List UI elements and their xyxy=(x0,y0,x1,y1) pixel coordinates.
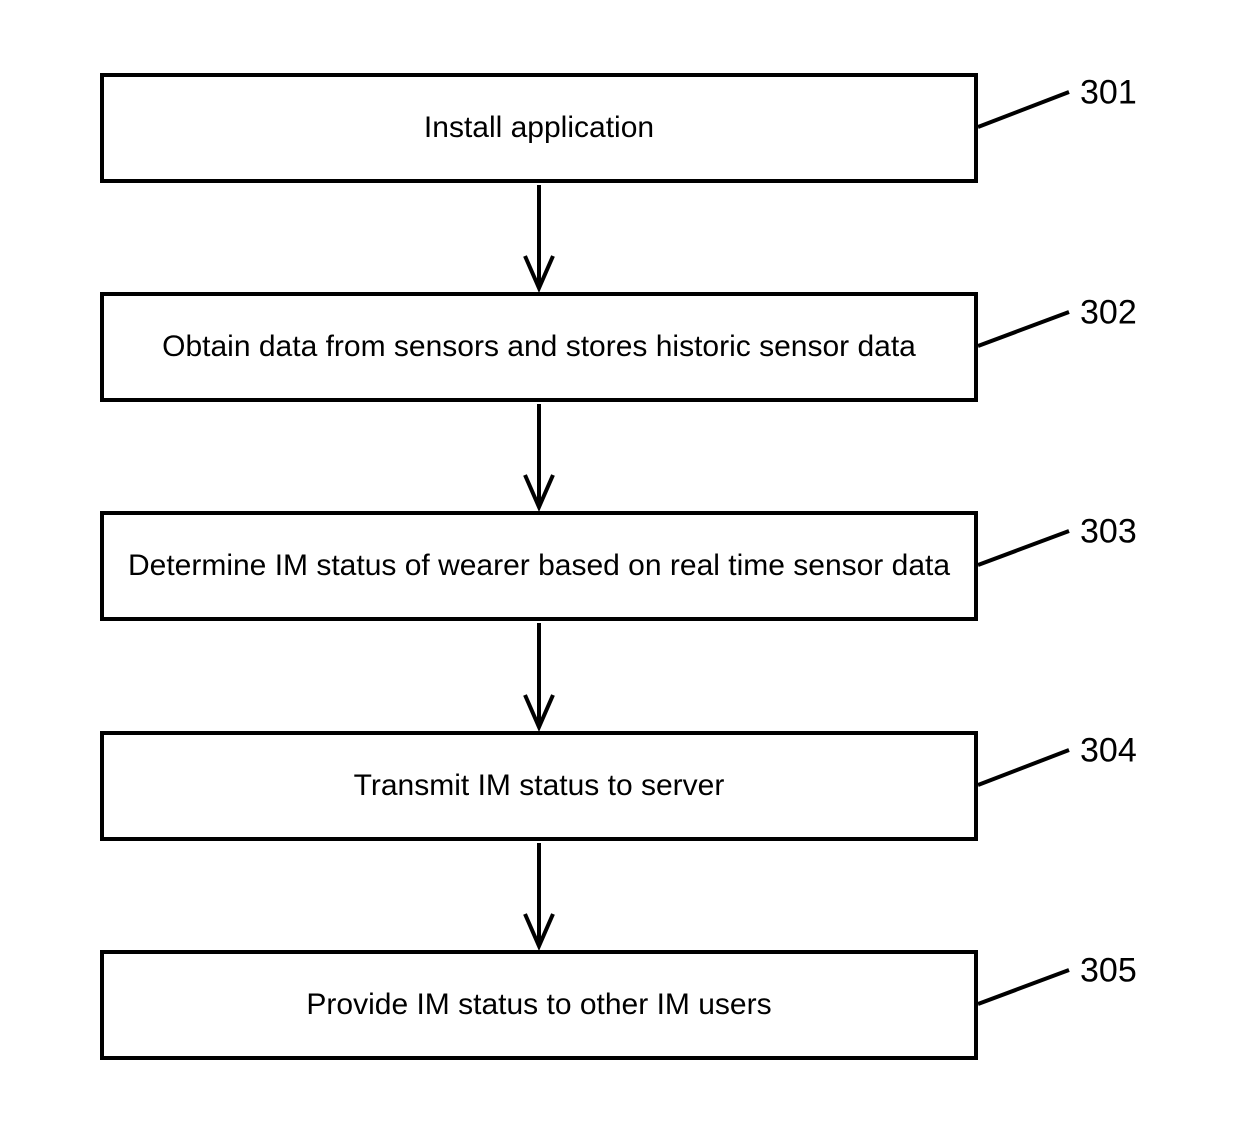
flow-step-label: Determine IM status of wearer based on r… xyxy=(127,548,951,582)
ref-leader-line-303 xyxy=(977,529,1070,567)
ref-leader-line-305 xyxy=(977,968,1070,1006)
flow-arrow-1-2 xyxy=(523,185,555,293)
flow-arrow-4-5 xyxy=(523,843,555,951)
flow-step-label: Provide IM status to other IM users xyxy=(306,987,772,1021)
ref-leader-line-304 xyxy=(977,748,1070,787)
flow-arrow-2-3 xyxy=(523,404,555,512)
ref-number-304: 304 xyxy=(1080,731,1137,770)
flow-step-box-obtain-data: Obtain data from sensors and stores hist… xyxy=(100,292,978,402)
ref-number-302: 302 xyxy=(1080,293,1137,332)
flow-step-box-transmit-im-status: Transmit IM status to server xyxy=(100,731,978,841)
ref-number-303: 303 xyxy=(1080,512,1137,551)
ref-number-305: 305 xyxy=(1080,951,1137,990)
ref-leader-line-302 xyxy=(977,310,1070,348)
flow-step-label: Obtain data from sensors and stores hist… xyxy=(162,329,916,363)
ref-leader-line-301 xyxy=(977,90,1070,129)
flow-arrow-3-4 xyxy=(523,623,555,732)
flow-step-box-install-application: Install application xyxy=(100,73,978,183)
ref-number-301: 301 xyxy=(1080,73,1137,112)
flow-step-box-determine-im-status: Determine IM status of wearer based on r… xyxy=(100,511,978,621)
flow-step-label: Transmit IM status to server xyxy=(353,768,725,802)
flow-step-box-provide-im-status: Provide IM status to other IM users xyxy=(100,950,978,1060)
flow-step-label: Install application xyxy=(423,110,655,144)
